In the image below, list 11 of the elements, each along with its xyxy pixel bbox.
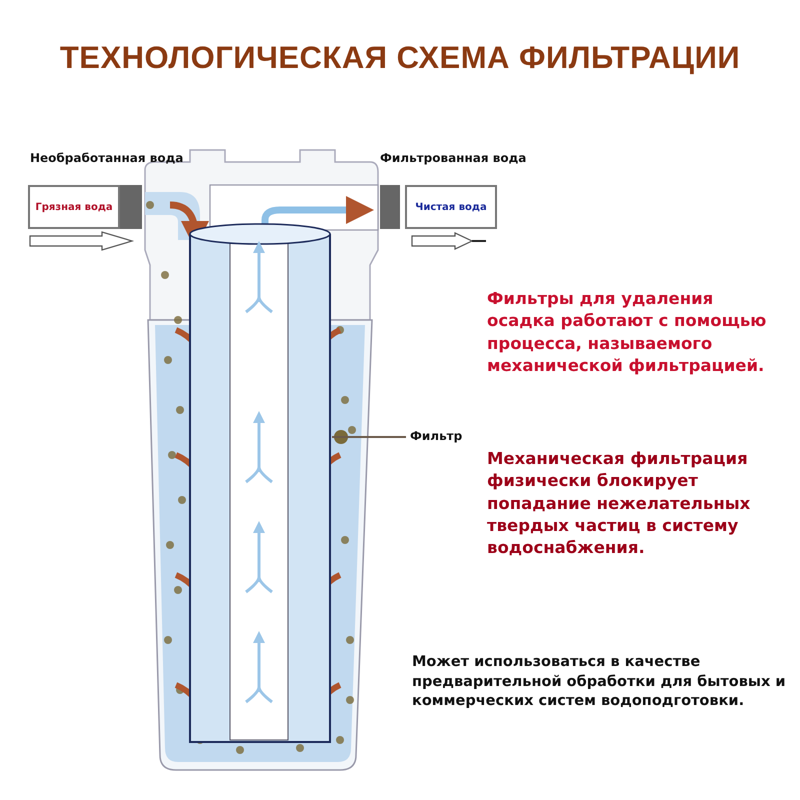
leader-line bbox=[332, 436, 406, 438]
callout-label: Фильтр bbox=[410, 428, 480, 446]
inlet-caption: Необработанная вода bbox=[30, 150, 184, 166]
water-label-box: Грязная вода bbox=[28, 185, 120, 229]
filter-cartridge bbox=[188, 222, 332, 746]
note-paragraph: Может использоваться в качестве предварительной обработки для бытовых и коммерческих систем водоподготовки. bbox=[412, 653, 787, 712]
description-paragraph: Фильтры для удаления осадка работают с помощью процесса, называемого механической фильтрацией. bbox=[487, 288, 768, 377]
outlet-caption: Фильтрованная вода bbox=[380, 150, 528, 166]
description-paragraph: Механическая фильтрация физически блокирует попадание нежелательных твердых частиц в систему водоснабжения. bbox=[487, 448, 752, 560]
water-label-box: Чистая вода bbox=[405, 185, 497, 229]
title: ТЕХНОЛОГИЧЕСКАЯ СХЕМА ФИЛЬТРАЦИИ bbox=[58, 40, 742, 76]
